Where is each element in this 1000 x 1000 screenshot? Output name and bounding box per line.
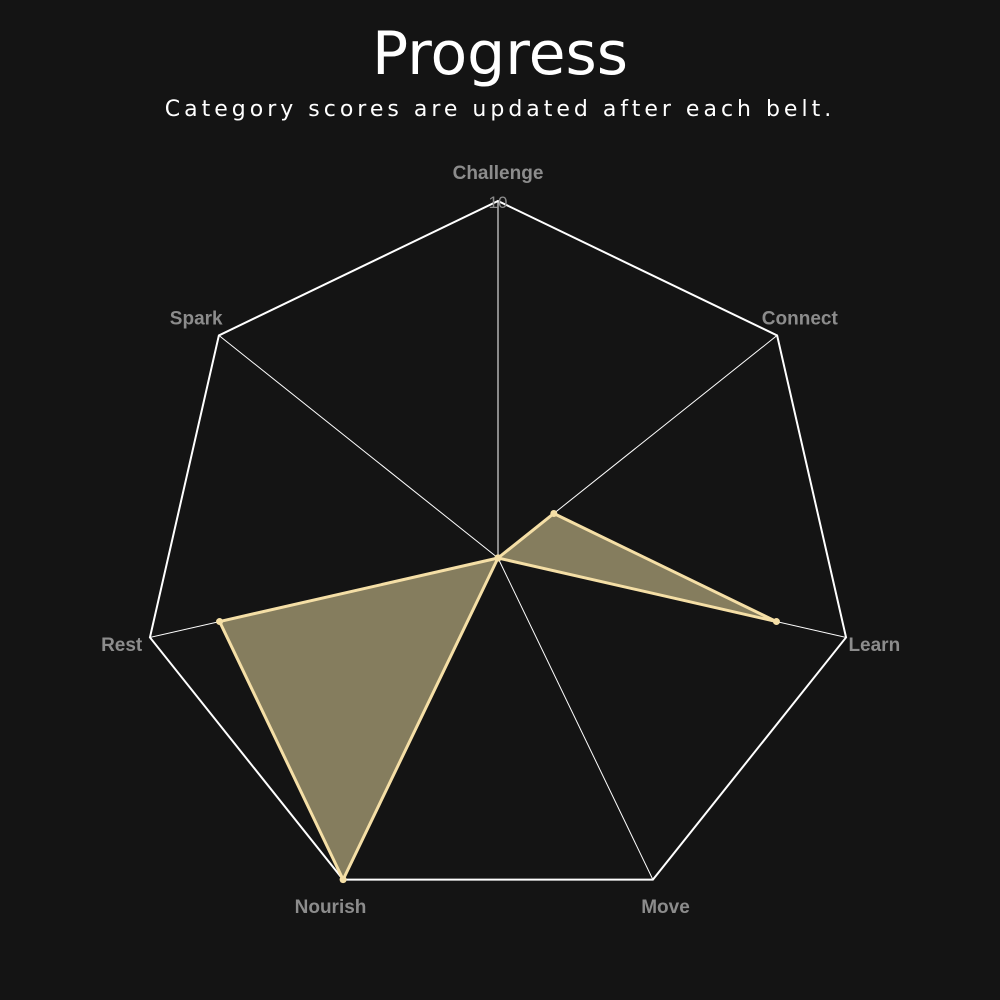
chart-subtitle: Category scores are updated after each b…: [164, 97, 836, 122]
axis-label-spark: Spark: [170, 308, 223, 329]
axis-label-rest: Rest: [101, 635, 143, 656]
axis-label-move: Move: [641, 897, 690, 918]
data-point-nourish: [339, 876, 347, 884]
radar-grid: [148, 199, 848, 881]
axis-label-connect: Connect: [762, 308, 839, 329]
axis-label-nourish: Nourish: [295, 897, 367, 918]
axis-label-learn: Learn: [848, 635, 900, 656]
chart-title: Progress: [371, 19, 629, 89]
data-point-connect: [550, 509, 558, 517]
data-point-spark: [494, 554, 502, 562]
radar-series: [216, 509, 780, 884]
axis-label-challenge: Challenge: [453, 163, 544, 184]
data-point-rest: [216, 618, 224, 626]
tick-label-10: 10: [489, 193, 508, 212]
outer-grid-ring: [148, 199, 848, 881]
spoke-spark: [218, 335, 499, 559]
data-point-learn: [772, 618, 780, 626]
series-area: [218, 511, 778, 882]
spoke-move: [497, 557, 654, 880]
